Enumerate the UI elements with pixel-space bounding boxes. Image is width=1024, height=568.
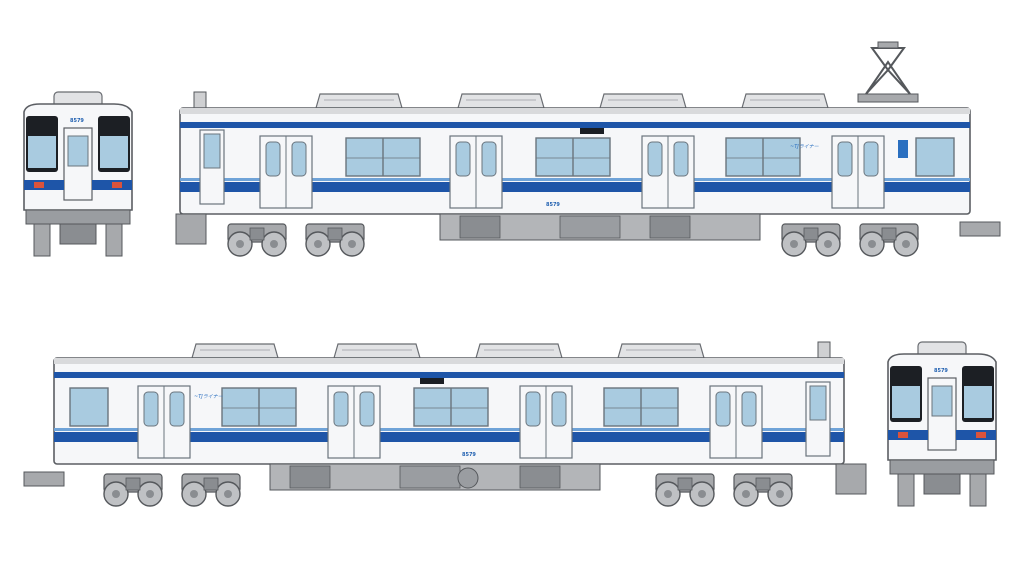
- side-logo-lower: ~TJライナー: [194, 394, 224, 400]
- side-logo-upper: ~TJライナー: [790, 144, 820, 150]
- side-view-lower: ~TJライナー 8579: [23, 341, 867, 507]
- front-view-upper: 8579: [23, 91, 133, 257]
- front-car-number-lower: 8579: [934, 368, 948, 374]
- side-car-number-upper: 8579: [546, 202, 560, 208]
- side-car-number-lower: 8579: [462, 452, 476, 458]
- side-view-upper: ~TJライナー 8579: [175, 41, 1001, 257]
- front-car-number: 8579: [70, 118, 84, 124]
- pantograph: [857, 41, 919, 103]
- front-view-lower: 8579: [887, 341, 997, 507]
